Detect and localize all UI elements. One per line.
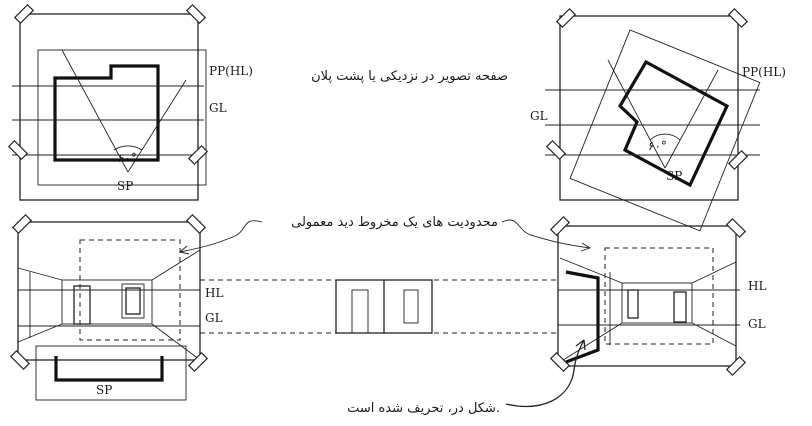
ceiling-edge-left: [17, 267, 63, 281]
perspective-frame-left: [17, 221, 201, 361]
pp-hl-label-right: PP(HL): [742, 65, 786, 79]
door-arrowhead: [575, 339, 586, 351]
gl-label-bottom-right: GL: [748, 317, 766, 331]
floor-edge-left-r: [559, 322, 623, 363]
tape-br-right: [727, 149, 749, 171]
floor-edge-right-r: [691, 322, 737, 347]
cone-arrowhead-right: [580, 242, 591, 252]
tape-br: [187, 144, 209, 166]
sheet-frame: [19, 13, 199, 201]
back-wall-right: [621, 282, 693, 324]
window-back: [125, 287, 141, 315]
ceiling-edge-right: [151, 249, 201, 281]
tape-br-bl: [549, 351, 571, 373]
sp-label-left: SP: [117, 179, 133, 193]
tape-bl-tl: [11, 213, 33, 235]
back-wall: [61, 279, 153, 325]
cone-arrow-right: [501, 219, 591, 249]
tape-tl: [13, 3, 35, 25]
door-distortion-note: شکل در، تحریف شده است.: [347, 401, 500, 416]
sheet-frame-right: [559, 15, 739, 201]
cone-edge-right: [127, 79, 187, 173]
door-caption-group: شکل در، تحریف شده است.: [347, 339, 586, 416]
paper-sheet-bottom: [35, 345, 187, 401]
cone-of-vision-note: محدودیت های یک مخروط دید معمولی: [291, 215, 498, 230]
cone-edge-left: [61, 49, 129, 173]
tape-tl-right: [555, 7, 577, 29]
sp-label-bottom: SP: [96, 383, 112, 397]
rotated-sheet: [569, 29, 761, 232]
gl-label-bottom-left: GL: [205, 311, 223, 325]
cone-caption-group: محدودیت های یک مخروط دید معمولی: [179, 215, 591, 255]
cone-of-vision-right: [604, 247, 714, 345]
gl-label-left: GL: [209, 101, 227, 115]
door-left-back: [73, 285, 91, 325]
hl-label-left: HL: [205, 286, 223, 300]
distorted-door: [565, 270, 600, 364]
tape-br-tr: [725, 217, 747, 239]
perspective-view-left: SP HL GL: [9, 213, 223, 401]
room-plan-bottom: [54, 356, 164, 382]
room-plan-outline: [53, 64, 160, 162]
window-right-a: [627, 289, 639, 319]
tape-br-br: [725, 355, 747, 377]
sp-label-right: SP: [666, 169, 682, 183]
perspective-frame-right: [557, 225, 737, 367]
cone-of-vision-left: [79, 239, 181, 341]
gl-label-right: GL: [530, 109, 548, 123]
view-angle-arc-right: [649, 133, 681, 141]
ceiling-edge-left-r: [559, 257, 623, 284]
plan-view-right: ۶۰° PP(HL) GL SP: [530, 7, 786, 232]
center-door-right: [403, 289, 419, 324]
ceiling-edge-right-r: [691, 261, 737, 284]
tape-bl-tr: [185, 213, 207, 235]
rotated-room-outline: [617, 59, 730, 188]
tape-tr: [185, 3, 207, 25]
tape-bl-right: [545, 139, 567, 161]
cone-edge-right-right: [664, 69, 719, 169]
cone-arrow-left: [179, 220, 263, 253]
center-door-left: [351, 289, 369, 334]
tape-tr-right: [727, 7, 749, 29]
hl-label-right: HL: [748, 279, 766, 293]
cone-edge-left-right: [607, 59, 666, 169]
paper-sheet: [37, 49, 207, 186]
door-arrow: [505, 339, 585, 408]
view-angle-label-right: ۶۰°: [648, 139, 667, 153]
tape-bl-br: [187, 351, 209, 373]
window-right-b: [673, 291, 687, 323]
view-angle-label: ۶۰°: [118, 151, 137, 165]
tape-br-tl: [549, 215, 571, 237]
tape-bl-bl: [9, 349, 31, 371]
projection-lines: [200, 279, 560, 334]
window-frame-back: [121, 283, 145, 319]
floor-edge-left: [17, 323, 63, 343]
perspective-view-right: HL GL: [549, 215, 766, 377]
tape-bl: [7, 139, 29, 161]
picture-plane-note: صفحه تصویر در نزدیکی یا پشت پلان: [311, 69, 508, 84]
view-angle-arc: [113, 145, 143, 151]
pp-hl-label-left: PP(HL): [209, 64, 253, 78]
plan-view-left: ۶۰° PP(HL) GL SP: [7, 3, 253, 201]
cone-arrowhead-left: [179, 245, 190, 255]
floor-edge-right: [151, 323, 201, 361]
